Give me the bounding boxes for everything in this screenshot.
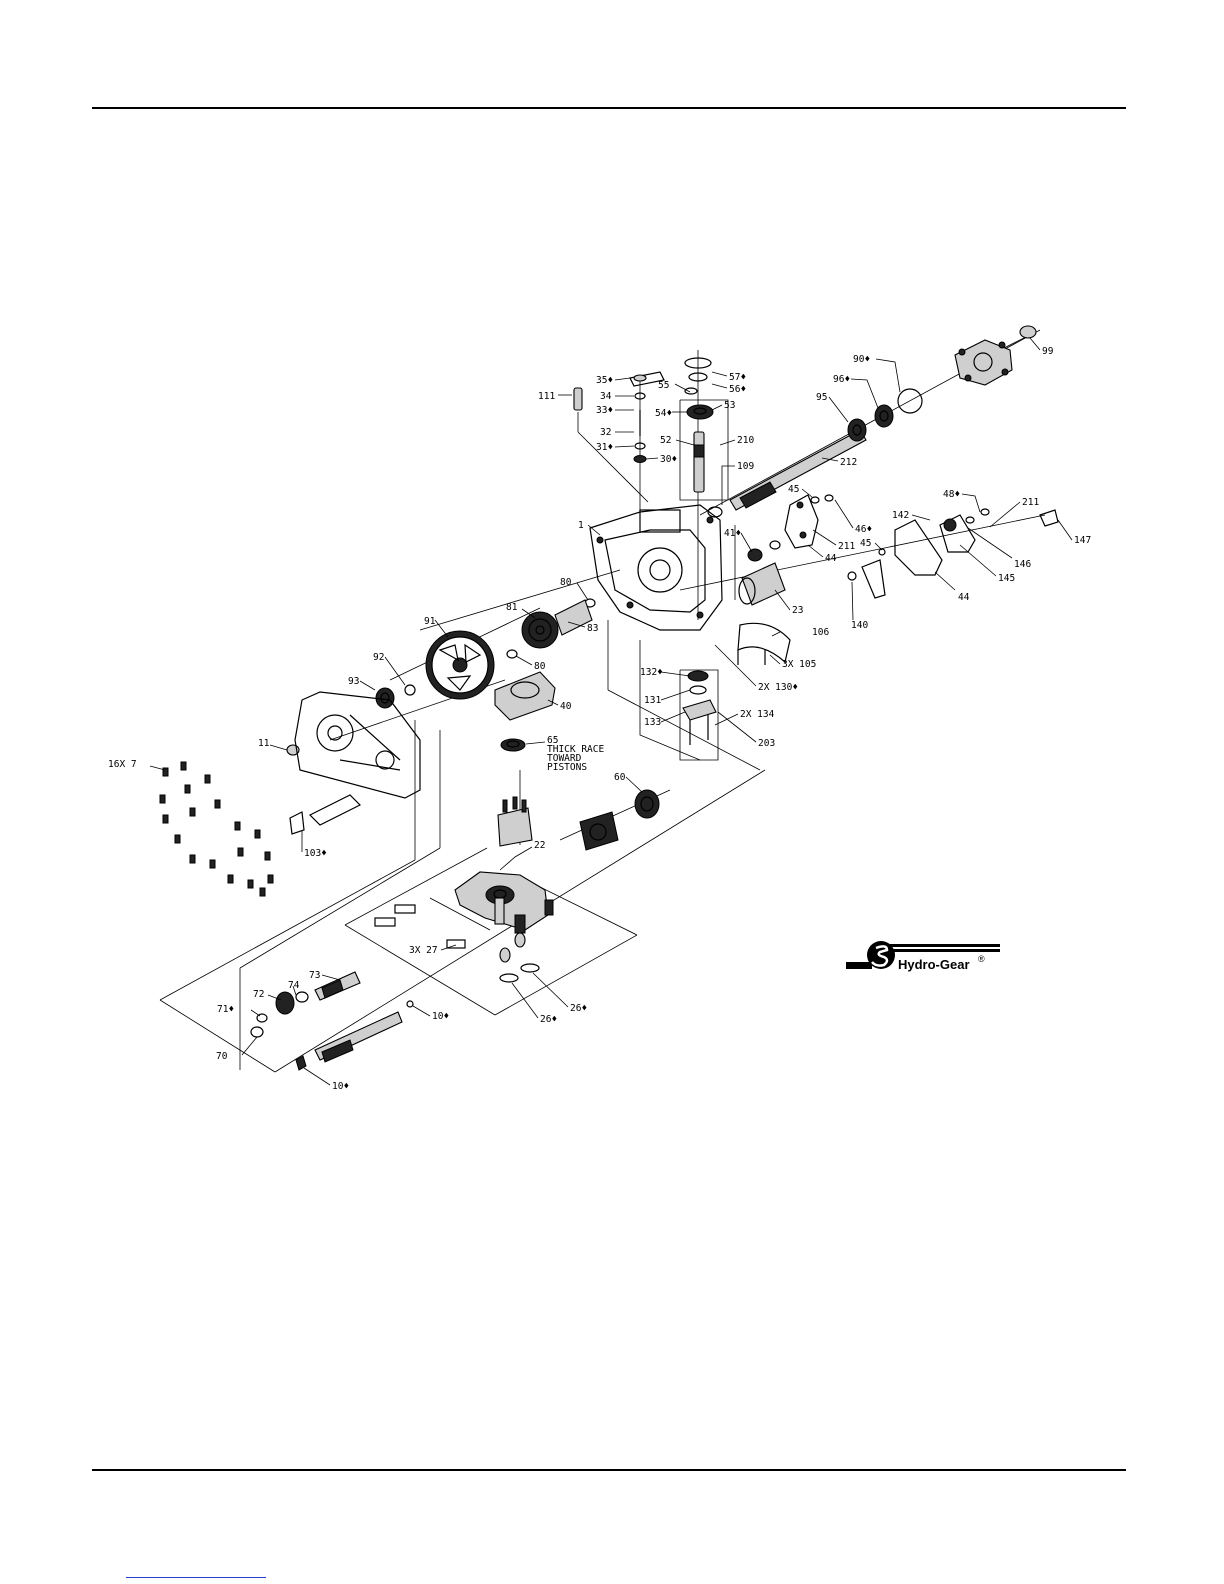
callout-label: 80 xyxy=(560,577,572,588)
callout-label: 210 xyxy=(737,435,754,446)
callout-label: 81 xyxy=(506,602,518,613)
callout-label: 26♦ xyxy=(540,1014,557,1025)
callout-label: 83 xyxy=(587,623,598,634)
callout-label: 212 xyxy=(840,457,857,468)
callout-label: 23 xyxy=(792,605,803,616)
callout-label: 91 xyxy=(424,616,436,627)
callout-label: 33♦ xyxy=(596,405,613,416)
callout-label: 35♦ xyxy=(596,375,613,386)
callout-label: 96♦ xyxy=(833,374,850,385)
callout-label: 34 xyxy=(600,391,612,402)
assembly-note: THICK RACE TOWARD PISTONS xyxy=(547,744,604,773)
callout-label: 90♦ xyxy=(853,354,870,365)
callout-label: 132♦ xyxy=(640,667,663,678)
callout-label: 48♦ xyxy=(943,489,960,500)
callout-label: 2X 130♦ xyxy=(758,682,798,693)
callout-label: 56♦ xyxy=(729,384,746,395)
callout-label: 73 xyxy=(309,970,320,981)
brand-name: Hydro-Gear xyxy=(898,957,970,972)
callout-label: 99 xyxy=(1042,346,1054,357)
callout-label: 95 xyxy=(816,392,827,403)
callout-label: 2X 134 xyxy=(740,709,775,720)
callout-label: 26♦ xyxy=(570,1003,587,1014)
callout-label: 55 xyxy=(658,380,669,391)
registered-mark: ® xyxy=(978,954,985,964)
callout-label: 45 xyxy=(860,538,871,549)
callout-label: 131 xyxy=(644,695,661,706)
callout-label: 44 xyxy=(825,553,837,564)
callout-label: 45 xyxy=(788,484,799,495)
hydro-gear-logo: Hydro-Gear ® xyxy=(846,941,1000,972)
callout-label: 54♦ xyxy=(655,408,672,419)
callout-label: 109 xyxy=(737,461,754,472)
callout-label: 52 xyxy=(660,435,671,446)
callout-label: 44 xyxy=(958,592,970,603)
callout-label: 3X 105 xyxy=(782,659,816,670)
callout-label: 74 xyxy=(288,980,300,991)
callout-label: 16X 7 xyxy=(108,759,137,770)
callout-label: 106 xyxy=(812,627,829,638)
callout-label: 31♦ xyxy=(596,442,613,453)
callout-labels: 57♦ 56♦ 55 35♦ 34 33♦ 32 31♦ 30♦ 111 54♦… xyxy=(108,346,1091,1092)
callout-label: 22 xyxy=(534,840,545,851)
callout-label: 10♦ xyxy=(432,1011,449,1022)
callout-label: 211 xyxy=(838,541,855,552)
callout-label: 140 xyxy=(851,620,868,631)
callout-label: 30♦ xyxy=(660,454,677,465)
callout-label: 32 xyxy=(600,427,611,438)
callout-label: 93 xyxy=(348,676,359,687)
callout-label: 203 xyxy=(758,738,775,749)
callout-label: 71♦ xyxy=(217,1004,234,1015)
callout-label: 53 xyxy=(724,400,735,411)
callout-label: 72 xyxy=(253,989,264,1000)
callout-label: 147 xyxy=(1074,535,1091,546)
callout-label: 10♦ xyxy=(332,1081,349,1092)
callout-label: 40 xyxy=(560,701,572,712)
callout-label: 211 xyxy=(1022,497,1039,508)
callout-label: 60 xyxy=(614,772,626,783)
callout-label: 46♦ xyxy=(855,524,872,535)
callout-label: 92 xyxy=(373,652,384,663)
callout-label: 3X 27 xyxy=(409,945,438,956)
callout-label: 145 xyxy=(998,573,1015,584)
note-line: PISTONS xyxy=(547,762,587,773)
callout-label: 1 xyxy=(578,520,584,531)
footer-link-underline[interactable] xyxy=(126,1577,266,1578)
callout-label: 70 xyxy=(216,1051,228,1062)
callout-label: 80 xyxy=(534,661,546,672)
callout-label: 146 xyxy=(1014,559,1031,570)
callout-label: 142 xyxy=(892,510,909,521)
callout-label: 103♦ xyxy=(304,848,327,859)
callout-label: 133 xyxy=(644,717,661,728)
callout-label: 57♦ xyxy=(729,372,746,383)
callout-label: 41♦ xyxy=(724,528,741,539)
callout-label: 11 xyxy=(258,738,270,749)
callout-label: 111 xyxy=(538,391,555,402)
